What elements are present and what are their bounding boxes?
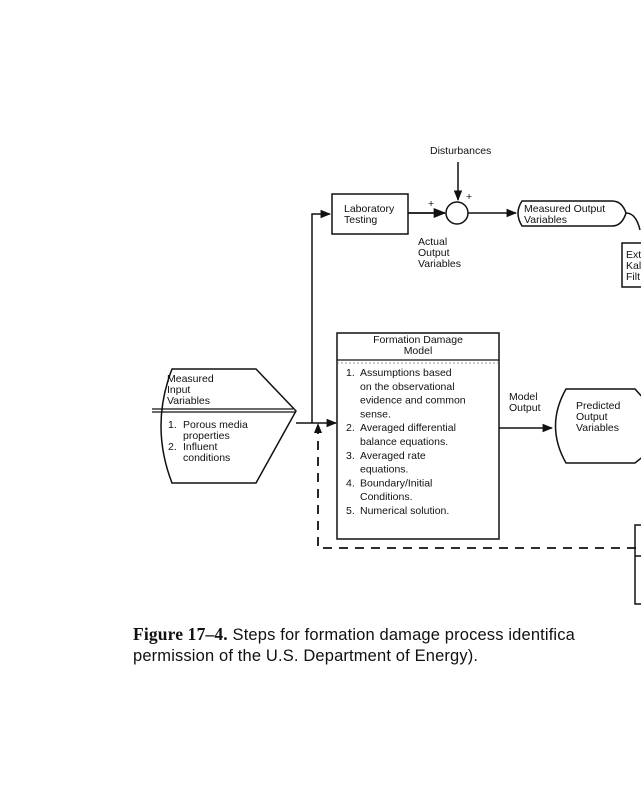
kalman-line2: Kal [626, 260, 641, 272]
model-item-4-line1: Boundary/Initial [360, 477, 432, 489]
caption-line-1: Figure 17–4. Steps for formation damage … [133, 624, 641, 646]
input-item-1-line2: properties [183, 430, 230, 442]
actual-output-line1: Actual [418, 236, 447, 248]
kalman-line3: Filt [626, 271, 640, 283]
input-item-1-line1: Porous media [183, 419, 248, 431]
model-output-line1: Model [509, 391, 538, 403]
actual-output-line3: Variables [418, 258, 461, 270]
predicted-output-shape [554, 388, 641, 464]
model-item-1-line4: sense. [360, 408, 391, 420]
model-item-3-line1: Averaged rate [360, 450, 426, 462]
predicted-output-line1: Predicted [576, 400, 621, 412]
predicted-output-line2: Output [576, 411, 608, 423]
measured-input-title-3: Variables [167, 395, 210, 407]
model-item-5-num: 5. [346, 505, 355, 517]
model-item-1-line3: evidence and common [360, 395, 466, 407]
measured-input-title-1: Measured [167, 373, 214, 385]
figure-caption: Figure 17–4. Steps for formation damage … [133, 624, 641, 667]
caption-line-2: permission of the U.S. Department of Ene… [133, 647, 479, 665]
input-item-1-num: 1. [168, 419, 177, 431]
input-item-2-line2: conditions [183, 452, 230, 464]
predicted-output-line3: Variables [576, 422, 619, 434]
laboratory-testing-line2: Testing [344, 214, 377, 226]
input-item-2-line1: Influent [183, 441, 218, 453]
input-to-lab-arrow [311, 209, 332, 423]
disturbances-label: Disturbances [430, 145, 491, 157]
model-output-line2: Output [509, 402, 541, 414]
model-items: 1. Assumptions based on the observational e… [346, 367, 466, 517]
feedback-arrowhead [314, 423, 322, 433]
model-item-4-num: 4. [346, 477, 355, 489]
kalman-line1: Ext [626, 249, 641, 261]
caption-text-1: Steps for formation damage process ident… [227, 626, 575, 644]
formation-damage-model-box [336, 332, 500, 540]
measured-output-connector [625, 212, 641, 231]
input-item-2-num: 2. [168, 441, 177, 453]
clipped-right-box [634, 524, 641, 605]
model-item-3-num: 3. [346, 450, 355, 462]
model-item-1-line2: on the observational [360, 381, 455, 393]
kalman-filter-box [621, 242, 641, 288]
laboratory-testing-line1: Laboratory [344, 203, 395, 215]
model-item-3-line2: equations. [360, 464, 408, 476]
measured-output-line2: Variables [524, 214, 567, 226]
model-item-1-line1: Assumptions based [360, 367, 452, 379]
model-item-2-line2: balance equations. [360, 436, 448, 448]
model-item-5-line1: Numerical solution. [360, 505, 449, 517]
model-title-1: Formation Damage [373, 334, 463, 346]
model-item-4-line2: Conditions. [360, 491, 413, 503]
plus-left: + [428, 198, 434, 210]
measured-output-shape [517, 200, 627, 227]
model-title-2: Model [404, 345, 433, 357]
plus-top: + [466, 191, 472, 203]
laboratory-testing-box [331, 193, 409, 235]
measured-output-line1: Measured Output [524, 203, 605, 215]
measured-input-title-2: Input [167, 384, 190, 396]
actual-output-line2: Output [418, 247, 450, 259]
model-item-2-line1: Averaged differential [360, 422, 456, 434]
model-item-2-num: 2. [346, 422, 355, 434]
figure-label: Figure 17–4. [133, 624, 228, 644]
summing-junction [445, 201, 469, 225]
model-item-1-num: 1. [346, 367, 355, 379]
measured-input-shape [160, 368, 297, 484]
